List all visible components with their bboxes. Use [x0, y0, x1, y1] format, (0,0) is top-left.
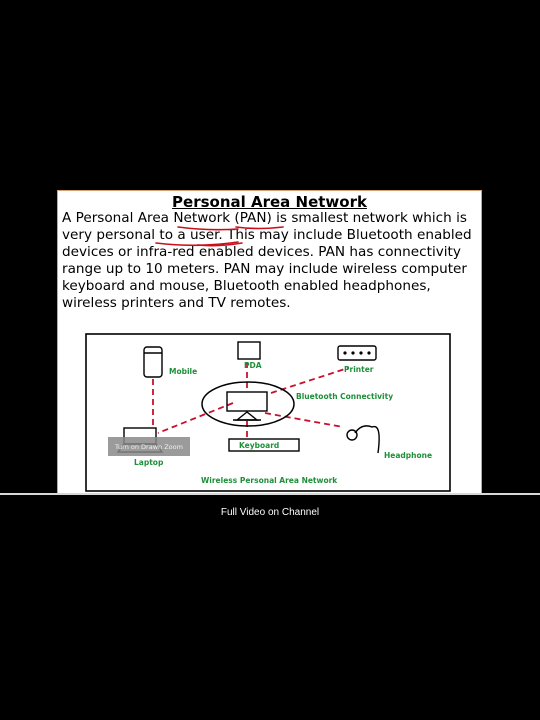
label-bluetooth: Bluetooth Connectivity [296, 392, 393, 401]
label-keyboard: Keyboard [239, 441, 279, 450]
video-progress-bar[interactable] [0, 493, 540, 495]
headphone-icon [346, 425, 380, 454]
label-printer: Printer [344, 365, 374, 374]
central-device-icon [226, 391, 268, 421]
pen-underline-pan [235, 226, 284, 230]
label-diagram-caption: Wireless Personal Area Network [201, 476, 338, 485]
mobile-icon [143, 346, 163, 378]
diagram-frame [85, 333, 451, 492]
label-headphone: Headphone [384, 451, 432, 460]
pda-icon [237, 341, 261, 360]
slide-body: A Personal Area Network (PAN) is smalles… [62, 210, 472, 311]
label-pda: PDA [244, 361, 262, 370]
pan-diagram: Mobile PDA Printer Bluetooth Connectivit… [85, 226, 451, 492]
label-laptop: Laptop [134, 458, 164, 467]
footer-caption: Full Video on Channel [220, 507, 320, 518]
zoom-overlay-text: Turn on Drawn Zoom [114, 443, 183, 451]
pen-underline-user [197, 242, 243, 247]
slide-title: Personal Area Network [172, 193, 367, 211]
printer-icon [337, 345, 377, 361]
pen-underline-network [177, 226, 239, 231]
bluetooth-links [152, 362, 349, 437]
keyboard-icon [228, 438, 300, 452]
slide: Personal Area Network A Personal Area Ne… [57, 190, 482, 494]
zoom-overlay: Turn on Drawn Zoom [108, 437, 190, 456]
bluetooth-range-ellipse [201, 381, 295, 427]
label-mobile: Mobile [169, 367, 197, 376]
